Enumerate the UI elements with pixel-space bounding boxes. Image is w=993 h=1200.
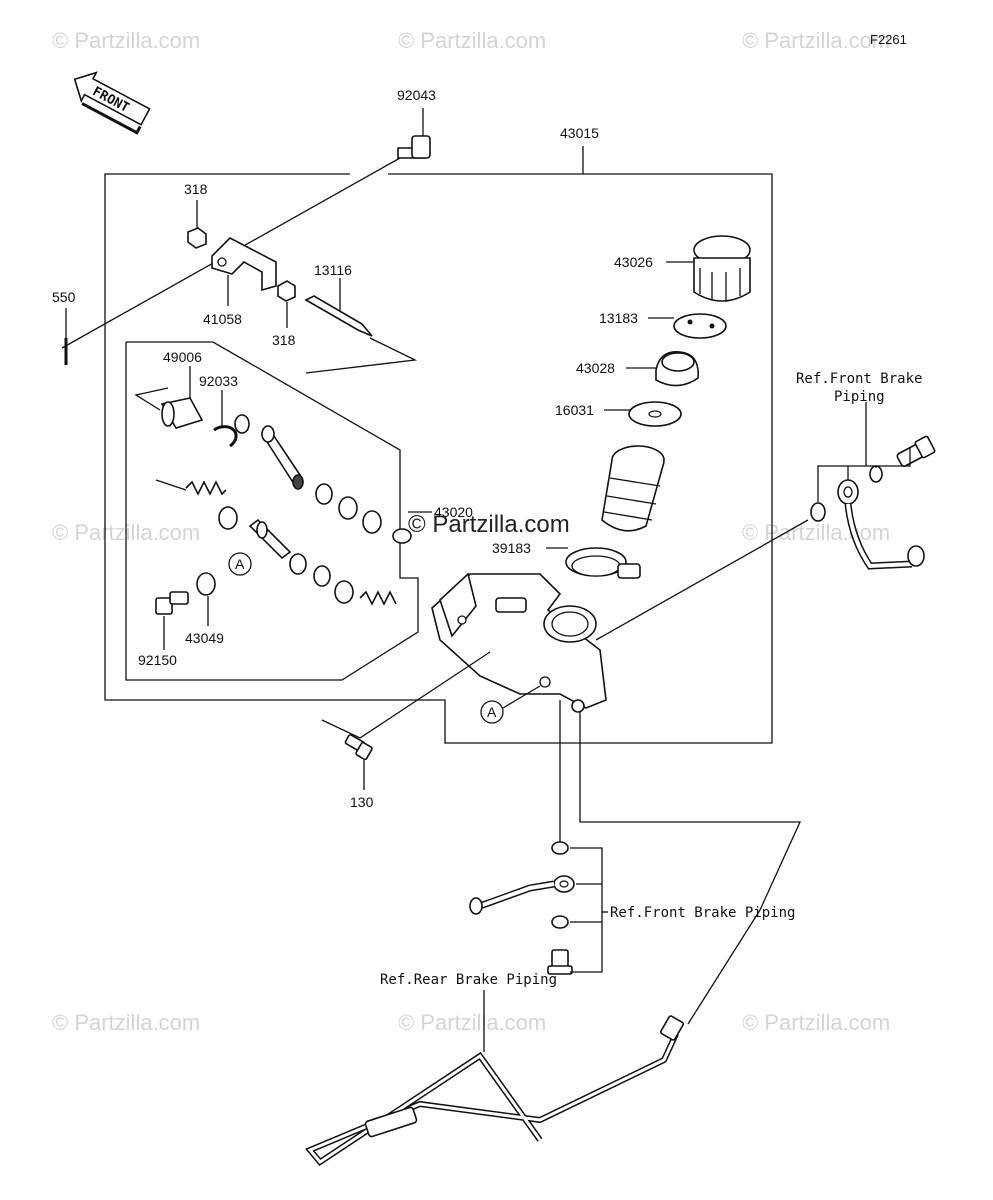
label-92033: 92033 <box>199 373 238 389</box>
ref-front-brake-piping-lower: Ref.Front Brake Piping <box>610 905 795 921</box>
label-43015: 43015 <box>560 125 599 141</box>
ref-front-brake-piping-upper-line1: Ref.Front Brake <box>796 371 922 387</box>
callout-a-left-label: A <box>235 556 245 572</box>
front-brake-banjo-lower <box>469 841 575 975</box>
callout-a-left <box>228 552 252 576</box>
nut-318-lower <box>277 280 296 302</box>
watermark-bottom-right: © Partzilla.com <box>742 1010 890 1035</box>
label-43026: 43026 <box>614 254 653 270</box>
assembly-box-43015 <box>104 146 773 744</box>
label-92043: 92043 <box>397 87 436 103</box>
ref-front-brake-piping-upper-line2: Piping <box>834 389 885 405</box>
label-13183: 13183 <box>599 310 638 326</box>
nut-318-top <box>187 227 207 249</box>
label-92150: 92150 <box>138 652 177 668</box>
push-rod-13116 <box>304 295 373 337</box>
reservoir-body <box>601 445 665 532</box>
diaphragm-plate-13183 <box>673 313 727 339</box>
ref-rear-brake-piping: Ref.Rear Brake Piping <box>380 972 557 988</box>
hose-clamp-39183 <box>565 547 641 579</box>
watermarks: © Partzilla.com © Partzilla.com © Partzi… <box>52 28 890 1035</box>
rear-brake-pipe <box>305 1015 684 1166</box>
watermark-bottom-center: © Partzilla.com <box>398 1010 546 1035</box>
float-16031 <box>628 401 682 427</box>
piston-kit-box-43020 <box>125 341 419 681</box>
label-43020: 43020 <box>434 504 473 520</box>
bolt-130 <box>344 734 373 761</box>
callout-a-body <box>480 700 504 724</box>
figure-code: F2261 <box>870 32 907 47</box>
watermark-mid-right: © Partzilla.com <box>742 520 890 545</box>
watermark-top-center: © Partzilla.com <box>398 28 546 53</box>
label-39183: 39183 <box>492 540 531 556</box>
dust-boot-49006 <box>160 397 204 429</box>
label-318-lower: 318 <box>272 332 296 348</box>
watermark-top-left: © Partzilla.com <box>52 28 200 53</box>
front-arrow-icon: FRONT <box>73 71 151 135</box>
label-49006: 49006 <box>163 349 202 365</box>
diaphragm-43028 <box>655 351 699 387</box>
circlip-92033 <box>213 425 238 448</box>
washer-43049 <box>196 572 216 596</box>
label-130: 130 <box>350 794 374 810</box>
label-318-top: 318 <box>184 181 208 197</box>
primary-piston-parts <box>234 414 412 544</box>
secondary-piston-parts <box>155 479 397 606</box>
reservoir-cap-43026 <box>693 235 751 302</box>
watermark-top-right: © Partzilla.com <box>742 28 890 53</box>
label-13116: 13116 <box>314 262 352 278</box>
front-brake-banjo-upper <box>810 435 936 570</box>
callout-a-body-label: A <box>487 704 497 720</box>
pin-92043 <box>397 135 431 159</box>
watermark-center: © Partzilla.com <box>408 511 570 538</box>
bolt-92150 <box>155 591 189 615</box>
label-41058: 41058 <box>203 311 242 327</box>
label-43049: 43049 <box>185 630 224 646</box>
clevis-41058 <box>211 237 277 292</box>
label-550: 550 <box>52 289 76 305</box>
label-16031: 16031 <box>555 402 594 418</box>
watermark-bottom-left: © Partzilla.com <box>52 1010 200 1035</box>
label-43028: 43028 <box>576 360 615 376</box>
master-cylinder-body <box>431 572 607 713</box>
